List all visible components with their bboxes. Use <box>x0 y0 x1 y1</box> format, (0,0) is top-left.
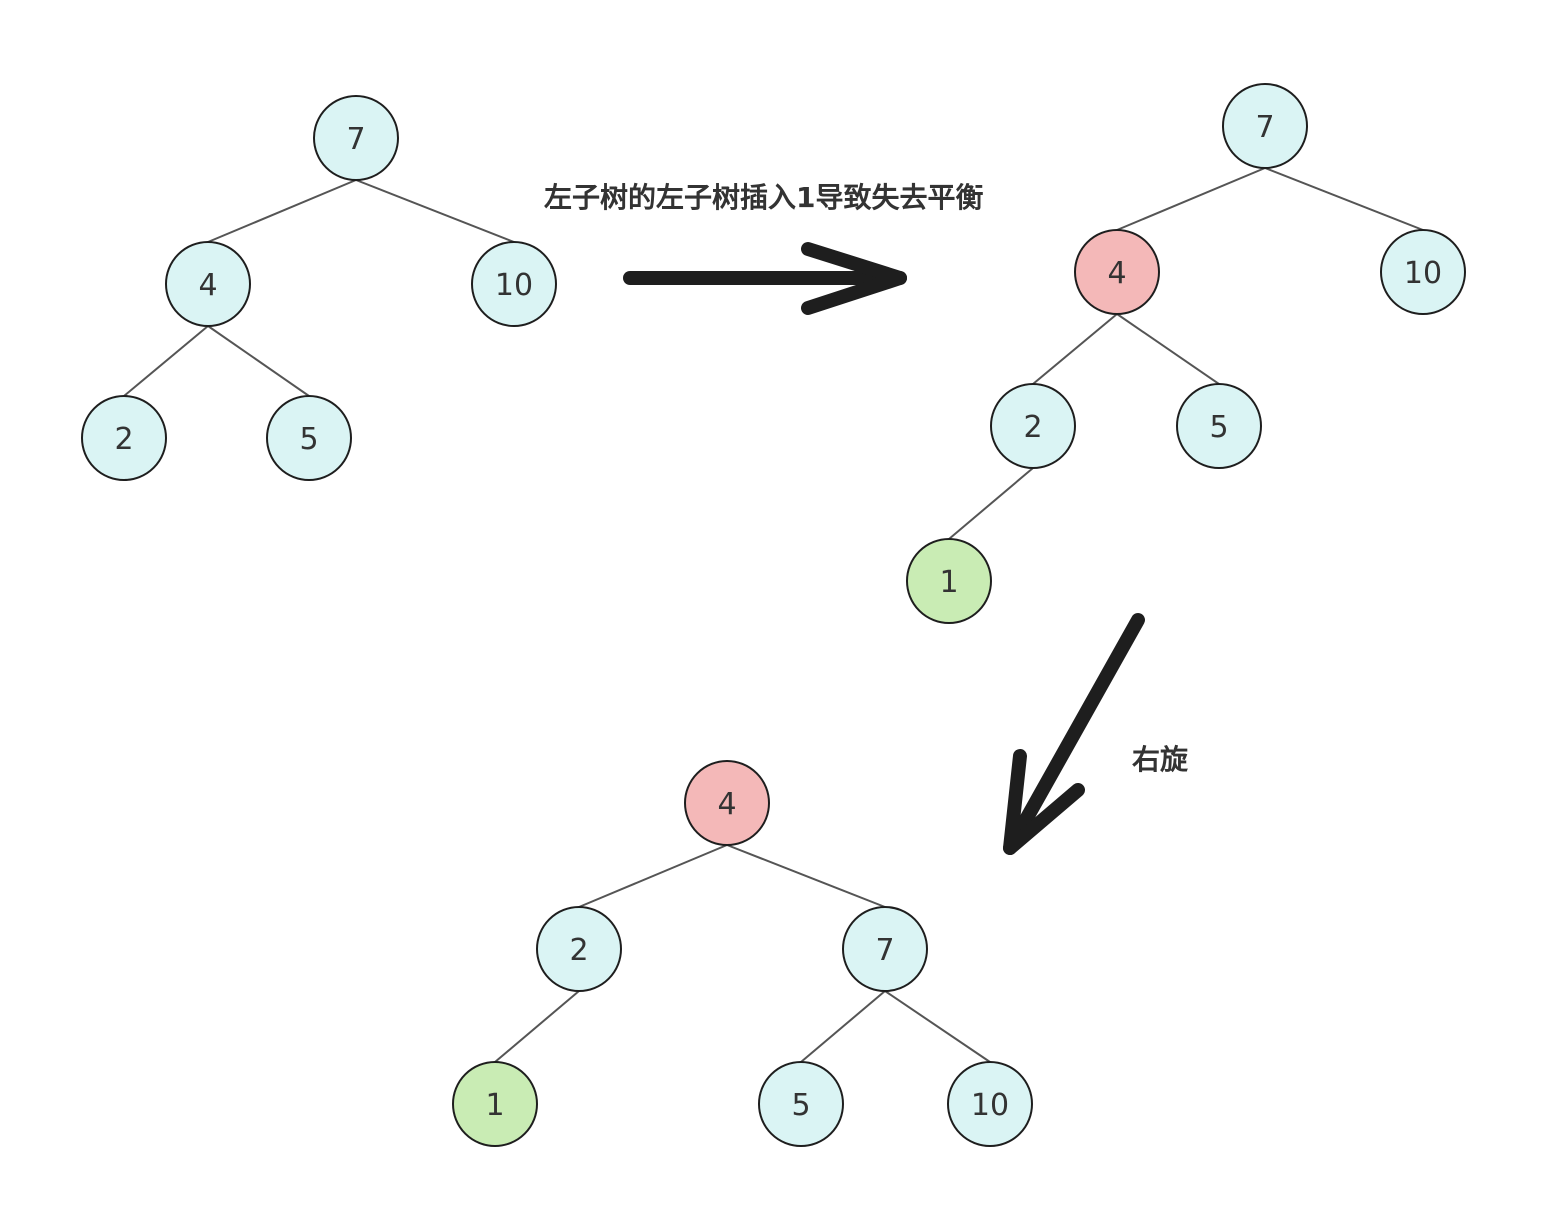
rotated-tree-edge <box>578 844 728 908</box>
rotated-tree-node-5: 5 <box>758 1061 844 1147</box>
insert-arrow <box>623 242 907 315</box>
rotated-tree-node-4: 4 <box>684 760 770 846</box>
node-value: 4 <box>1107 256 1126 291</box>
original-tree-node-10: 10 <box>471 241 557 327</box>
node-value: 2 <box>1023 410 1042 445</box>
rotated-tree-edge <box>494 990 580 1063</box>
unbalanced-tree-node-7: 7 <box>1222 83 1308 169</box>
original-tree-node-7: 7 <box>313 95 399 181</box>
unbalanced-tree-node-2: 2 <box>990 383 1076 469</box>
node-circle <box>165 241 251 327</box>
original-tree-edge <box>207 179 357 243</box>
original-tree-edge <box>355 179 515 243</box>
unbalanced-tree-edge <box>1032 313 1118 385</box>
unbalanced-tree-edge <box>1264 167 1424 231</box>
node-circle <box>842 906 928 992</box>
node-value: 7 <box>346 122 365 157</box>
original-tree-node-4: 4 <box>165 241 251 327</box>
node-value: 10 <box>971 1088 1009 1123</box>
node-circle <box>313 95 399 181</box>
rotated-tree-node-1: 1 <box>452 1061 538 1147</box>
rotated-tree-node-7: 7 <box>842 906 928 992</box>
node-value: 10 <box>495 268 533 303</box>
original-tree-edge <box>207 325 310 397</box>
rotated-tree-node-2: 2 <box>536 906 622 992</box>
insert-caption: 左子树的左子树插入1导致失去平衡 <box>544 181 984 214</box>
unbalanced-tree-node-4: 4 <box>1074 229 1160 315</box>
original-tree-edge <box>123 325 209 397</box>
node-circle <box>1074 229 1160 315</box>
unbalanced-tree-edge <box>1116 167 1266 231</box>
rotate-arrow <box>1003 613 1145 855</box>
node-value: 10 <box>1404 256 1442 291</box>
node-circle <box>536 906 622 992</box>
node-circle <box>81 395 167 481</box>
node-circle <box>947 1061 1033 1147</box>
rotated-tree-node-10: 10 <box>947 1061 1033 1147</box>
node-circle <box>471 241 557 327</box>
rotated-tree-edge <box>800 990 886 1063</box>
node-circle <box>1222 83 1308 169</box>
node-value: 7 <box>875 933 894 968</box>
node-value: 1 <box>485 1088 504 1123</box>
unbalanced-tree-node-5: 5 <box>1176 383 1262 469</box>
rotate-caption: 右旋 <box>1132 743 1189 776</box>
node-circle <box>1176 383 1262 469</box>
node-circle <box>906 538 992 624</box>
node-circle <box>990 383 1076 469</box>
original-tree-node-5: 5 <box>266 395 352 481</box>
node-value: 5 <box>791 1088 810 1123</box>
node-circle <box>452 1061 538 1147</box>
node-circle <box>758 1061 844 1147</box>
node-value: 1 <box>939 565 958 600</box>
node-value: 5 <box>299 422 318 457</box>
node-circle <box>266 395 352 481</box>
node-value: 4 <box>717 787 736 822</box>
node-value: 2 <box>569 933 588 968</box>
rotated-tree-edge <box>884 990 991 1063</box>
original-tree-node-2: 2 <box>81 395 167 481</box>
node-value: 2 <box>114 422 133 457</box>
node-value: 5 <box>1209 410 1228 445</box>
unbalanced-tree-edge <box>948 467 1034 540</box>
node-value: 4 <box>198 268 217 303</box>
node-value: 7 <box>1255 110 1274 145</box>
unbalanced-tree-node-10: 10 <box>1380 229 1466 315</box>
node-circle <box>684 760 770 846</box>
unbalanced-tree-edge <box>1116 313 1220 385</box>
unbalanced-tree-node-1: 1 <box>906 538 992 624</box>
rotated-tree-edge <box>726 844 886 908</box>
node-circle <box>1380 229 1466 315</box>
